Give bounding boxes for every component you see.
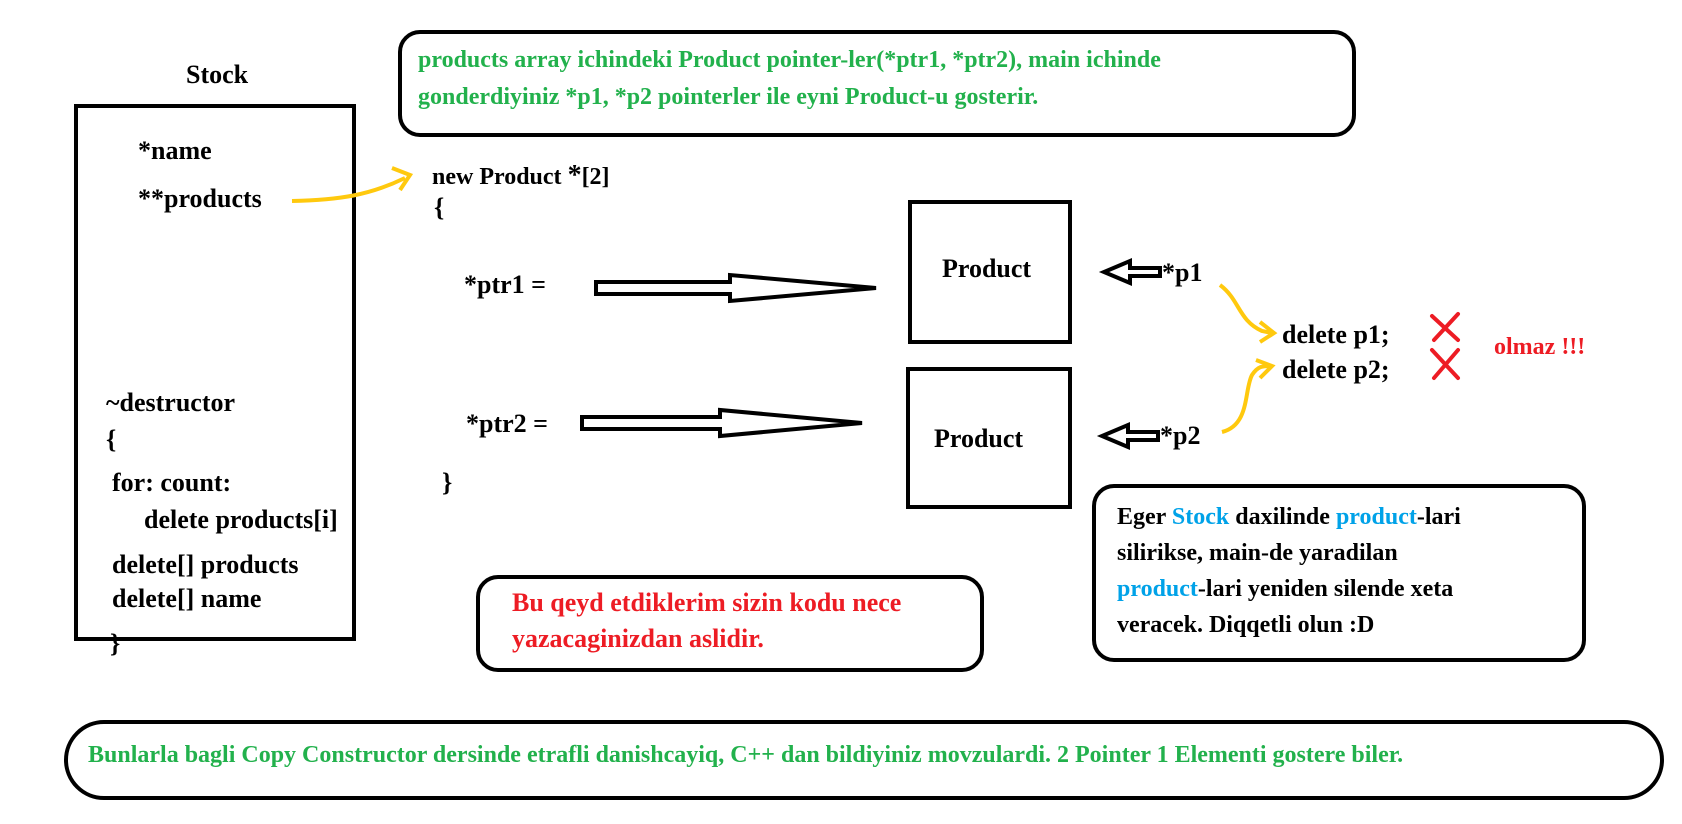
right-note-w7: -lari yeniden silende xeta: [1197, 576, 1454, 602]
destructor-delete-item: delete products[i]: [144, 505, 338, 534]
stock-field-name: *name: [138, 136, 212, 165]
p1-label: *p1: [1162, 258, 1203, 287]
p1-arrow: [1098, 257, 1162, 287]
right-note-box: [1092, 484, 1586, 662]
array-close-brace: }: [442, 468, 453, 497]
right-note-w1: Eger: [1117, 504, 1172, 530]
ptr2-label: *ptr2 =: [466, 409, 548, 438]
middle-note-line1: Bu qeyd etdiklerim sizin kodu nece: [512, 588, 902, 617]
bottom-note-text: Bunlarla bagli Copy Constructor dersinde…: [88, 742, 1404, 768]
ptr2-arrow: [580, 407, 863, 439]
array-new-product: new Product: [432, 164, 562, 190]
product-box-1: [908, 200, 1072, 344]
array-size: [2]: [581, 164, 610, 190]
p2-arrow: [1096, 421, 1160, 451]
destructor-delete-name: delete[] name: [112, 584, 262, 613]
ptr1-label: *ptr1 =: [464, 270, 546, 299]
stock-box: [74, 104, 356, 641]
p2-to-delete-arrow: [1221, 364, 1273, 434]
right-note-line4: veracek. Diqqetli olun :D: [1117, 612, 1375, 638]
destructor-for-line: for: count:: [112, 468, 232, 497]
top-note-line2: gonderdiyiniz *p1, *p2 pointerler ile ey…: [418, 84, 1039, 110]
olmaz-warning: olmaz !!!: [1494, 334, 1586, 360]
right-note-line1: Eger Stock daxilinde product-lari: [1117, 504, 1461, 531]
ptr1-arrow: [594, 272, 877, 304]
stock-title: Stock: [186, 60, 249, 89]
array-open-brace: {: [434, 193, 445, 222]
p2-label: *p2: [1160, 421, 1201, 450]
top-note-box: [398, 30, 1356, 137]
product-label-1: Product: [942, 254, 1032, 283]
destructor-name: ~destructor: [106, 388, 236, 417]
destructor-close-brace: }: [110, 629, 121, 658]
right-note-w3: daxilinde: [1229, 504, 1336, 530]
array-declaration: new Product *[2]: [432, 160, 610, 192]
stock-field-products: **products: [138, 184, 262, 213]
right-note-w5: -lari: [1416, 504, 1461, 530]
product-box-2: [906, 367, 1072, 509]
delete-p2: delete p2;: [1282, 355, 1390, 384]
middle-note-line2: yazacaginizdan aslidir.: [512, 624, 764, 653]
top-note-line1: products array ichindeki Product pointer…: [418, 47, 1161, 73]
cross-icon-1: [1430, 312, 1460, 342]
destructor-delete-products: delete[] products: [112, 550, 299, 579]
right-note-line3: product-lari yeniden silende xeta: [1117, 576, 1453, 603]
delete-p1: delete p1;: [1282, 320, 1390, 349]
array-star: *: [567, 160, 582, 191]
cross-icon-2: [1430, 348, 1460, 380]
right-note-product-2: product: [1117, 576, 1198, 602]
middle-note-box: [476, 575, 984, 672]
destructor-open-brace: {: [106, 425, 117, 454]
right-note-line2: silirikse, main-de yaradilan: [1117, 540, 1398, 566]
p1-to-delete-arrow: [1218, 283, 1273, 335]
product-label-2: Product: [934, 424, 1024, 453]
right-note-stock: Stock: [1171, 504, 1230, 530]
right-note-product: product: [1335, 504, 1417, 530]
